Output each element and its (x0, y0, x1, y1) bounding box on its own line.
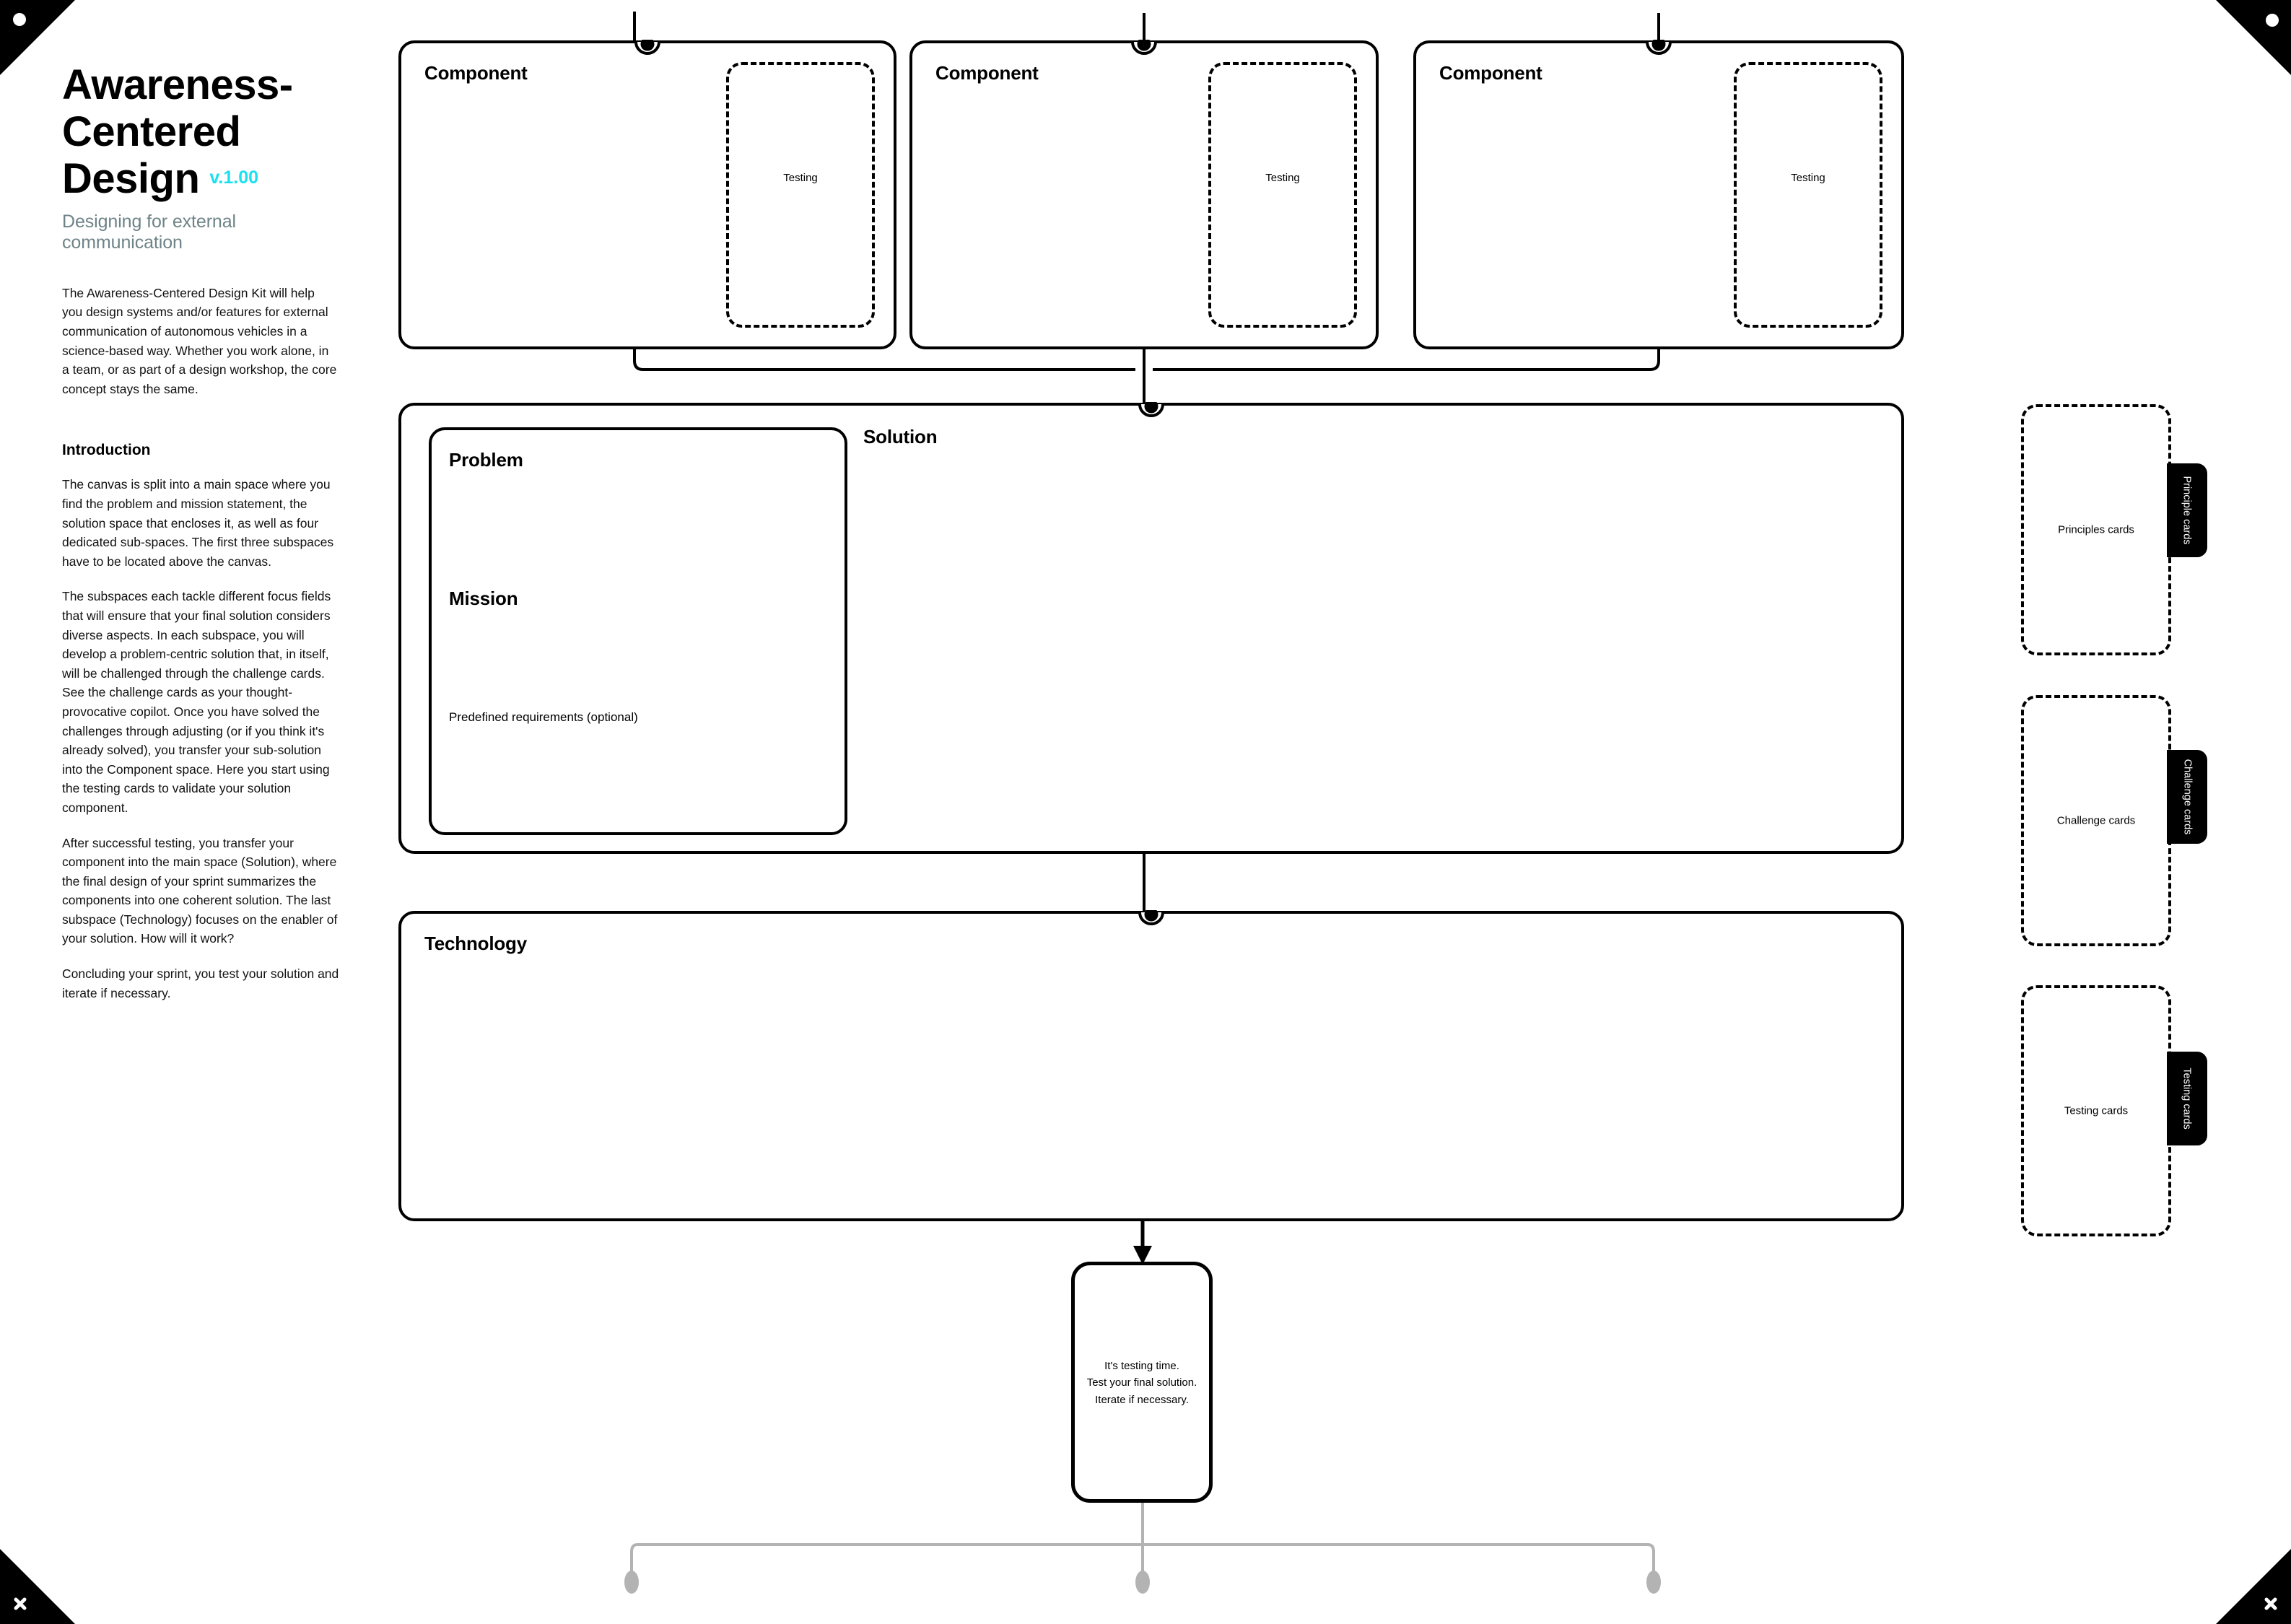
introduction-paragraph: After successful testing, you transfer y… (62, 835, 338, 946)
card-stack-tab[interactable]: Principle cards (2167, 463, 2207, 557)
component-label: Component (424, 62, 528, 84)
connector-notch-icon (1640, 37, 1677, 64)
card-stack-tab[interactable]: Testing cards (2167, 1052, 2207, 1145)
corner-mark-bottom-left[interactable] (0, 1549, 75, 1624)
component-label: Component (935, 62, 1039, 84)
introduction-heading: Introduction (62, 442, 151, 459)
title-line-2: Centered (62, 108, 241, 155)
card-stack-label: Principles cards (2058, 523, 2134, 536)
corner-mark-bottom-right[interactable] (2216, 1549, 2291, 1624)
component-box[interactable]: Component Testing (398, 37, 896, 349)
lead-paragraph: The Awareness-Centered Design Kit will h… (62, 285, 337, 396)
version-badge: v.1.00 (209, 167, 259, 188)
technology-label: Technology (424, 933, 527, 954)
component-box[interactable]: Component Testing (1413, 37, 1904, 349)
page-subtitle: Designing for external communication (62, 211, 236, 253)
card-stack-challenge[interactable]: Challenge cards Challenge cards (2021, 695, 2207, 946)
introduction-paragraph: Concluding your sprint, you test your so… (62, 966, 339, 1000)
component-label: Component (1439, 62, 1542, 84)
card-stack-tab-label: Challenge cards (2181, 759, 2194, 835)
final-testing-line: It's testing time. (1104, 1360, 1179, 1372)
solution-box[interactable]: Solution Problem Mission Predefined requ… (398, 399, 1904, 854)
card-stack-tab-label: Principle cards (2181, 476, 2193, 545)
component-testing-label: Testing (1265, 172, 1300, 184)
info-column: Awareness- Centered Design v.1.00 Designi… (62, 61, 351, 1003)
corner-mark-top-left (0, 0, 75, 75)
component-testing-slot[interactable]: Testing (1734, 62, 1882, 328)
card-stack-principles[interactable]: Principles cards Principle cards (2021, 404, 2207, 655)
title-line-1: Awareness- (62, 61, 293, 108)
card-stack-label: Challenge cards (2056, 814, 2136, 827)
connector-notch-icon (1133, 399, 1170, 427)
card-stack-testing[interactable]: Testing cards Testing cards (2021, 985, 2207, 1236)
component-testing-label: Testing (783, 172, 818, 184)
technology-box[interactable]: Technology (398, 907, 1904, 1221)
corner-mark-top-right (2216, 0, 2291, 75)
connector-notch-icon (629, 37, 666, 64)
connector-notch-icon (1125, 37, 1163, 64)
title-line-3: Design (62, 154, 200, 202)
problem-label: Problem (449, 449, 523, 471)
introduction-paragraph: The canvas is split into a main space wh… (62, 477, 334, 569)
mission-label: Mission (449, 588, 518, 609)
component-testing-slot[interactable]: Testing (726, 62, 875, 328)
card-stack-label: Testing cards (2064, 1104, 2129, 1117)
component-testing-label: Testing (1791, 172, 1825, 184)
solution-label: Solution (863, 426, 938, 448)
predefined-requirements-label: Predefined requirements (optional) (449, 710, 638, 724)
final-testing-line: Test your final solution. (1086, 1376, 1197, 1389)
final-testing-box[interactable]: It's testing time. Test your final solut… (1071, 1262, 1213, 1503)
introduction-paragraph: The subspaces each tackle different focu… (62, 589, 331, 815)
card-stack-tab[interactable]: Challenge cards (2167, 750, 2207, 844)
connector-notch-icon (1133, 907, 1170, 935)
final-testing-line: Iterate if necessary. (1095, 1393, 1189, 1406)
final-testing-text: It's testing time. Test your final solut… (1075, 1358, 1209, 1408)
problem-mission-box[interactable]: Problem Mission Predefined requirements … (429, 427, 847, 835)
component-testing-slot[interactable]: Testing (1208, 62, 1357, 328)
component-box[interactable]: Component Testing (909, 37, 1379, 349)
card-stack-tab-label: Testing cards (2181, 1068, 2193, 1130)
page-title: Awareness- Centered Design v.1.00 (62, 61, 351, 203)
